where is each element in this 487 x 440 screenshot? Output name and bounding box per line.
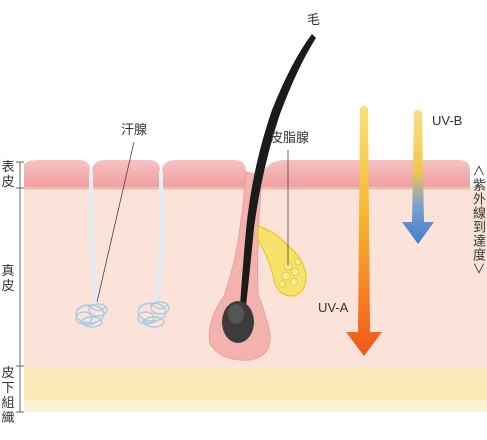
hair-label: 毛 xyxy=(307,13,321,28)
sweat-duct-left xyxy=(88,170,98,303)
sweat-duct-right xyxy=(154,170,164,301)
sebaceous-gland-cells xyxy=(278,258,302,288)
sweat-gland-label: 汗腺 xyxy=(121,123,148,138)
sweat-gland-right xyxy=(137,301,170,328)
uvb-label: UV-B xyxy=(432,113,463,128)
sweat-gland-left xyxy=(75,303,108,328)
subcutaneous-bottom-fade xyxy=(24,400,487,412)
layer-label-subcutaneous: 皮下組織 xyxy=(1,366,15,426)
epidermis-segment xyxy=(92,160,160,188)
sweat-gland-leader xyxy=(96,141,135,303)
epidermis-segment xyxy=(24,160,90,188)
sebaceous-gland-label: 皮脂腺 xyxy=(270,131,310,146)
layer-label-dermis: 真皮 xyxy=(1,264,15,294)
uv-reach-label: ＜紫外線到達度＞ xyxy=(470,164,485,277)
layer-bracket xyxy=(16,161,24,413)
hair-bulb-highlight xyxy=(228,304,244,324)
epidermis-segment xyxy=(162,160,246,188)
uvb-arrow xyxy=(402,110,434,244)
uva-arrow xyxy=(346,106,382,356)
hair-shaft xyxy=(240,34,316,306)
uva-label: UV-A xyxy=(318,300,349,315)
layer-label-epidermis: 表皮 xyxy=(1,160,15,190)
